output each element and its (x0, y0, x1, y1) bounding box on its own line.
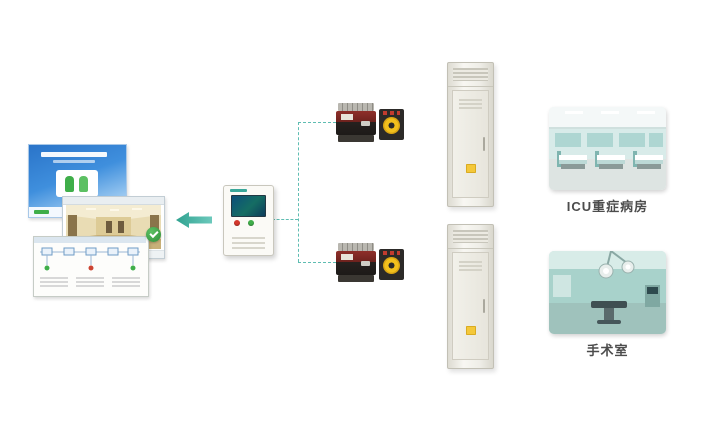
cabinet-vent-grille (453, 230, 488, 243)
cabinet-louver (459, 261, 482, 271)
cabinet-vent-grille (453, 68, 488, 81)
ats-nameplate (341, 254, 353, 260)
transformer-coil (383, 117, 400, 134)
transformer-icon (379, 249, 404, 280)
mascot-figure-icon (65, 176, 74, 192)
panel-green-button (248, 220, 254, 226)
ats-terminal-strip (338, 103, 374, 111)
distribution-cabinet-icon (447, 62, 494, 207)
dashed-connector-icu-branch (298, 122, 336, 123)
brand-logo-icon (34, 210, 49, 214)
cabinet-handle (483, 299, 485, 313)
distribution-cabinet-icon (447, 224, 494, 369)
ats-terminal-strip (338, 243, 374, 251)
ats-switch-icon (336, 103, 376, 142)
operating-room-photo (549, 251, 666, 334)
cabinet-divider (448, 86, 493, 87)
hospital-bed-icon (633, 151, 663, 169)
ats-base (338, 275, 374, 282)
cabinet-louver (459, 99, 482, 109)
slide-card (56, 170, 98, 197)
dashed-connector-trunk (298, 122, 299, 262)
transformer-terminals (383, 111, 400, 115)
icu-ward-illustration (549, 107, 666, 190)
ats-lever (361, 121, 370, 126)
panel-red-button (234, 220, 240, 226)
slide-subtitle-bar (53, 160, 95, 163)
operating-room-illustration (549, 251, 666, 334)
icu-ward-photo (549, 107, 666, 190)
hospital-bed-icon (595, 151, 625, 169)
ats-switch-icon (336, 243, 376, 282)
scada-illustration (34, 237, 146, 294)
dashed-connector-panel (272, 219, 298, 220)
panel-brand-mark (230, 189, 247, 192)
green-badge-icon (146, 227, 161, 242)
panel-button-row (234, 220, 264, 227)
cabinet-divider (448, 248, 493, 249)
software-screen-scada (33, 236, 149, 297)
warning-sticker-icon (465, 164, 476, 173)
operating-table-icon (591, 301, 627, 324)
panel-text-lines (232, 237, 265, 249)
transformer-icon (379, 109, 404, 140)
window-toolbar (63, 197, 164, 205)
wall-monitor-panel (223, 185, 274, 256)
hospital-bed-icon (557, 151, 587, 169)
cabinet-door (452, 90, 489, 198)
mascot-figure-icon (79, 176, 88, 192)
ats-nameplate (341, 114, 353, 120)
ats-body (336, 251, 376, 275)
panel-display-screen (231, 195, 266, 217)
warning-sticker-icon (465, 326, 476, 335)
surgical-light-icon (598, 251, 635, 279)
transformer-coil (383, 257, 400, 274)
dashed-connector-or-branch (298, 262, 336, 263)
operating-room-label: 手术室 (586, 343, 629, 358)
ats-base (338, 135, 374, 142)
cabinet-handle (483, 137, 485, 151)
transformer-terminals (383, 251, 400, 255)
slide-title-bar (41, 152, 107, 157)
ats-body (336, 111, 376, 135)
ats-lever (361, 261, 370, 266)
cabinet-door (452, 252, 489, 360)
icu-ward-label: ICU重症病房 (566, 199, 649, 214)
left-arrow-icon (176, 212, 212, 228)
